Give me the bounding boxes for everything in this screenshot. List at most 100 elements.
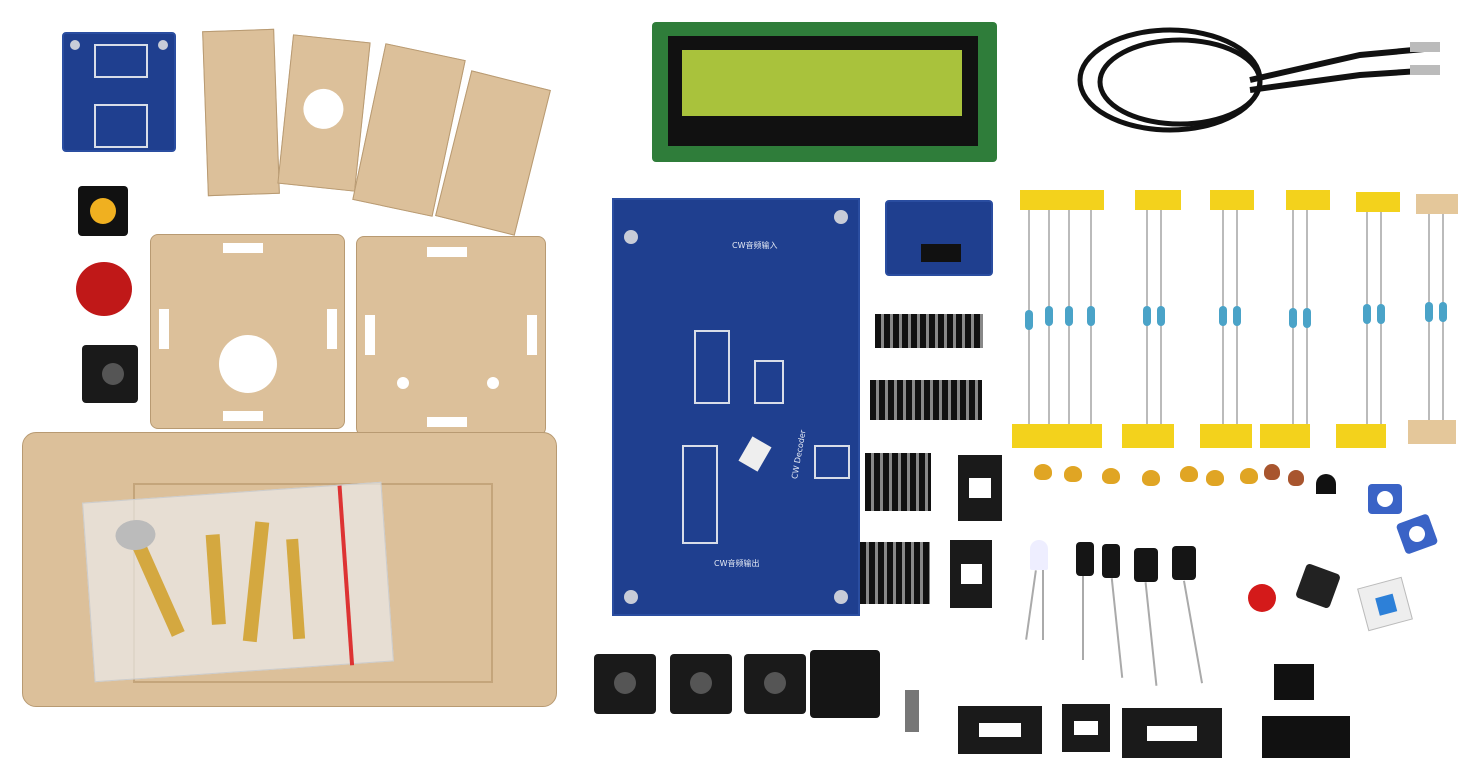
component-outline bbox=[94, 44, 148, 78]
audio-plug bbox=[1410, 42, 1440, 52]
bag-seal bbox=[337, 485, 355, 666]
tactile-switch bbox=[1357, 576, 1413, 632]
bracket-hole bbox=[301, 86, 346, 131]
trimmer-knob bbox=[1406, 523, 1428, 545]
resistor bbox=[1363, 304, 1371, 324]
resistor-tape bbox=[1200, 424, 1252, 448]
pcb-label-audio-output: CW音频输出 bbox=[714, 559, 760, 568]
ic-socket bbox=[1062, 704, 1110, 752]
ic-chip bbox=[1274, 664, 1314, 700]
ic-footprint bbox=[682, 445, 718, 544]
cable-coil bbox=[1097, 37, 1263, 127]
acrylic-plate bbox=[150, 234, 345, 429]
crystal-footprint bbox=[738, 436, 772, 472]
resistor-tape bbox=[1020, 190, 1104, 210]
capacitor-lead bbox=[1182, 580, 1204, 684]
trimmer-knob bbox=[1377, 491, 1393, 507]
resistor-tape bbox=[1012, 424, 1102, 448]
plate-slot bbox=[327, 309, 337, 349]
acrylic-bracket bbox=[202, 28, 280, 197]
pin-header bbox=[865, 453, 931, 511]
resistor bbox=[1087, 306, 1095, 326]
ceramic-capacitor bbox=[1206, 470, 1224, 486]
trimmer-potentiometer bbox=[1368, 484, 1402, 514]
plate-slot bbox=[527, 315, 537, 355]
female-header bbox=[958, 455, 1002, 521]
ic-chip bbox=[921, 244, 961, 262]
plate-hole bbox=[397, 377, 409, 389]
plate-slot bbox=[427, 417, 467, 427]
acrylic-bracket bbox=[277, 34, 371, 192]
audio-jack bbox=[82, 345, 138, 403]
red-button-cap bbox=[1248, 584, 1276, 612]
resistor-lead bbox=[1065, 210, 1073, 424]
resistor-tape bbox=[1135, 190, 1181, 210]
audio-cable bbox=[1077, 27, 1440, 133]
resistor-lead bbox=[1425, 214, 1433, 420]
transistor bbox=[1316, 474, 1336, 494]
ceramic-capacitor bbox=[1064, 466, 1082, 482]
hardware-bag bbox=[82, 481, 394, 683]
dc-power-jack bbox=[810, 650, 880, 718]
resistor-lead bbox=[1289, 210, 1297, 424]
mounting-hole bbox=[834, 590, 848, 604]
audio-jack bbox=[594, 654, 656, 714]
resistor bbox=[1025, 310, 1033, 330]
brass-standoff bbox=[242, 521, 270, 643]
resistor-lead bbox=[1303, 210, 1311, 424]
plate-slot bbox=[159, 309, 169, 349]
resistor-lead bbox=[1439, 214, 1447, 420]
led-lead bbox=[1025, 570, 1037, 640]
mounting-hole bbox=[158, 40, 168, 50]
resistor-tape bbox=[1210, 190, 1254, 210]
ceramic-capacitor bbox=[1142, 470, 1160, 486]
pcb-label-board-name: CW Decoder bbox=[790, 429, 808, 480]
resistor bbox=[1439, 302, 1447, 322]
electrolytic-capacitor bbox=[1076, 542, 1094, 576]
resistor bbox=[1289, 308, 1297, 328]
ceramic-capacitor bbox=[1102, 468, 1120, 484]
i2c-adapter-pcb bbox=[885, 200, 993, 276]
led-lead bbox=[1042, 570, 1044, 640]
lcd-module bbox=[652, 22, 997, 162]
resistor bbox=[1157, 306, 1165, 326]
ic-footprint bbox=[754, 360, 784, 404]
mounting-hole bbox=[834, 210, 848, 224]
tactile-button bbox=[1294, 562, 1342, 610]
slide-switch bbox=[905, 690, 919, 732]
pcb-label-audio-input: CW音频输入 bbox=[732, 241, 778, 250]
mounting-hole bbox=[624, 230, 638, 244]
ic-footprint bbox=[694, 330, 730, 404]
resistor bbox=[1143, 306, 1151, 326]
capacitor-lead bbox=[1082, 576, 1084, 660]
component-outline bbox=[94, 104, 148, 148]
resistor-lead bbox=[1025, 210, 1033, 424]
resistor-tape bbox=[1260, 424, 1310, 448]
resistor-tape bbox=[1416, 194, 1458, 214]
resistor-tape bbox=[1356, 192, 1400, 212]
resistor-lead bbox=[1143, 210, 1151, 424]
ic-footprint bbox=[814, 445, 850, 479]
pin-header bbox=[870, 380, 982, 420]
plate-slot bbox=[427, 247, 467, 257]
resistor-lead bbox=[1087, 210, 1095, 424]
capacitor-lead bbox=[1144, 582, 1158, 686]
led bbox=[1030, 540, 1048, 570]
ceramic-capacitor bbox=[1264, 464, 1280, 480]
resistor-lead bbox=[1233, 210, 1241, 424]
plate-slot bbox=[365, 315, 375, 355]
brass-standoff bbox=[286, 538, 306, 640]
resistor-tape bbox=[1336, 424, 1386, 448]
resistor bbox=[1377, 304, 1385, 324]
resistor-lead bbox=[1045, 210, 1053, 424]
resistor-lead bbox=[1363, 212, 1371, 424]
button-cap bbox=[90, 198, 116, 224]
switch-actuator bbox=[1375, 593, 1398, 616]
audio-plug bbox=[1410, 65, 1440, 75]
resistor bbox=[1425, 302, 1433, 322]
ic-socket bbox=[1122, 708, 1222, 758]
resistor bbox=[1219, 306, 1227, 326]
brass-standoff bbox=[205, 534, 226, 625]
acrylic-plate bbox=[356, 236, 546, 436]
nuts-and-screws bbox=[114, 518, 157, 552]
